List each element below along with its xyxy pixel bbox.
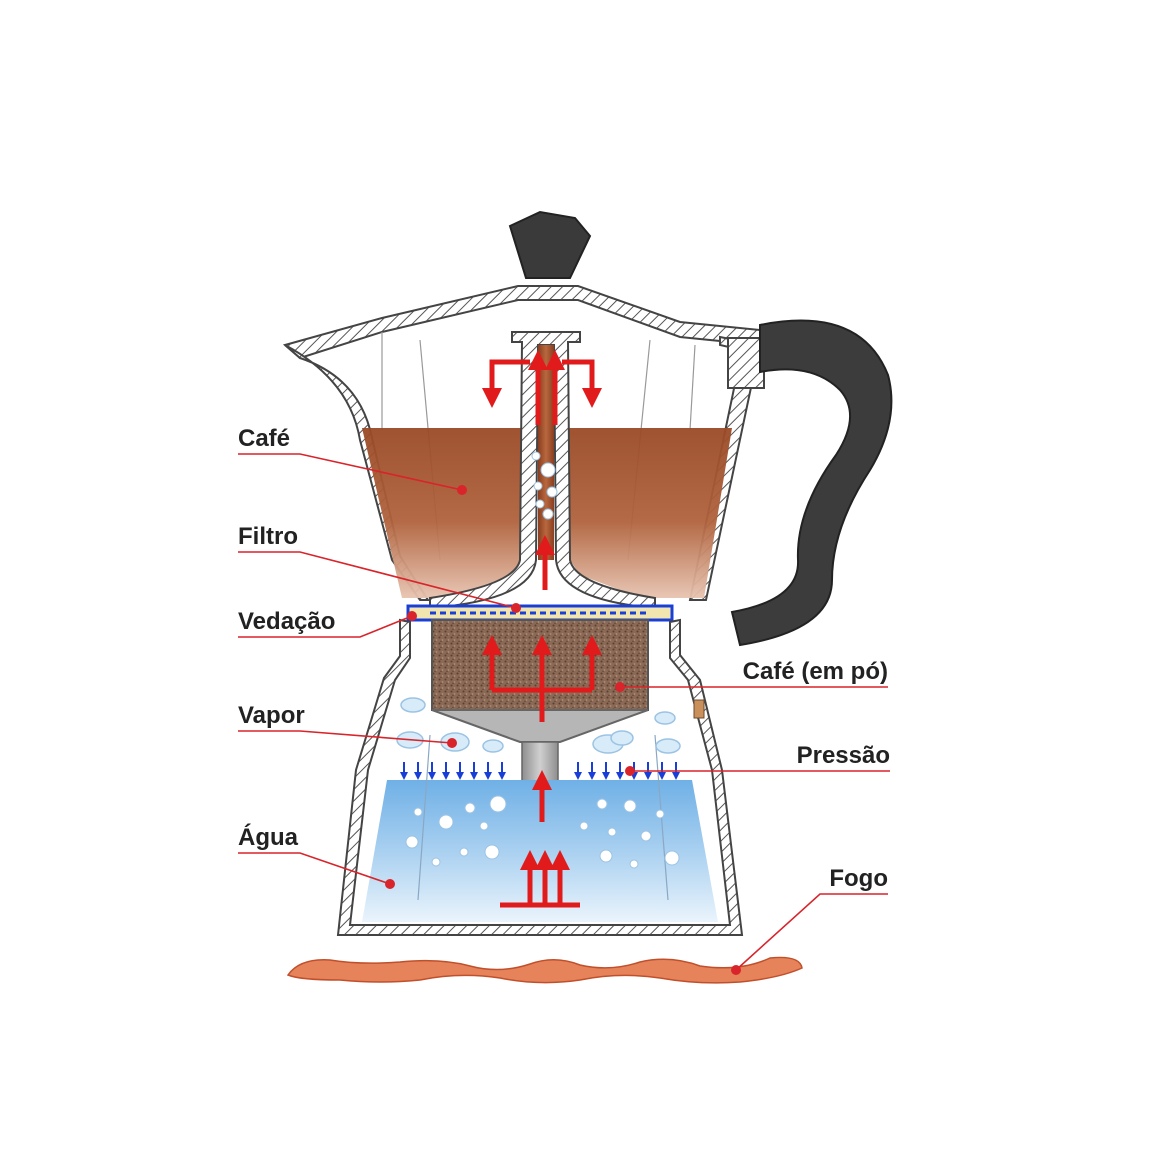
pressure-arrows	[400, 762, 680, 780]
dot-vapor	[447, 738, 457, 748]
lid-knob-icon	[508, 210, 592, 279]
leader-agua	[238, 852, 391, 885]
bubble-icon	[640, 830, 652, 842]
steam-clouds	[396, 697, 681, 754]
leaders	[238, 453, 890, 971]
flow-arrow-icon	[482, 359, 530, 408]
bubble-icon	[431, 857, 441, 867]
safety-valve-icon	[693, 699, 705, 719]
funnel	[431, 709, 649, 743]
leader-filtro	[238, 551, 517, 609]
label-vedacao: Vedação	[238, 608, 335, 635]
leader-cafe	[238, 453, 463, 491]
bubble-icon	[479, 821, 489, 831]
bubble-icon	[596, 798, 608, 810]
bubbles	[405, 451, 680, 869]
bubble-icon	[629, 859, 639, 869]
bubble-icon	[533, 481, 543, 491]
bubble-icon	[438, 814, 454, 830]
hinge	[727, 337, 765, 389]
bubble-icon	[531, 451, 541, 461]
flame	[286, 956, 803, 984]
dot-vedacao	[407, 611, 417, 621]
steam-cloud-icon	[482, 739, 504, 753]
label-filtro: Filtro	[238, 523, 298, 550]
coffee-liquid	[362, 428, 732, 598]
leader-fogo	[735, 893, 888, 971]
dot-cafe-em-po	[615, 682, 625, 692]
bubble-icon	[489, 795, 507, 813]
dot-agua	[385, 879, 395, 889]
label-fogo: Fogo	[829, 865, 888, 892]
flow-arrows	[482, 350, 602, 908]
label-pressao: Pressão	[797, 742, 890, 769]
bubble-icon	[405, 835, 419, 849]
label-agua: Água	[238, 823, 299, 851]
flow-arrow-icon	[562, 359, 602, 408]
bubble-icon	[664, 850, 680, 866]
upper-chamber	[282, 210, 893, 647]
bubble-icon	[542, 508, 554, 520]
bubble-icon	[464, 802, 476, 814]
leader-vedacao	[238, 615, 413, 638]
label-vapor: Vapor	[238, 702, 305, 729]
dot-filtro	[511, 603, 521, 613]
dot-cafe	[457, 485, 467, 495]
bubble-icon	[484, 844, 500, 860]
bubble-icon	[540, 462, 556, 478]
steam-cloud-icon	[400, 697, 426, 713]
bubble-icon	[413, 807, 423, 817]
steam-cloud-icon	[655, 738, 681, 754]
bubble-icon	[535, 499, 545, 509]
leader-vapor	[238, 730, 453, 744]
bubble-icon	[546, 486, 558, 498]
leader-dots	[385, 485, 741, 975]
bubble-icon	[655, 809, 665, 819]
label-cafe: Café	[238, 425, 290, 452]
dot-fogo	[731, 965, 741, 975]
bubble-icon	[459, 847, 469, 857]
handle-icon	[730, 319, 893, 647]
bubble-icon	[607, 827, 617, 837]
steam-cloud-icon	[610, 730, 634, 746]
steam-cloud-icon	[654, 711, 676, 725]
bubble-icon	[599, 849, 613, 863]
glass-line	[689, 344, 696, 431]
glass-line	[417, 734, 431, 901]
dot-pressao	[625, 766, 635, 776]
bubble-icon	[623, 799, 637, 813]
boiler-wall	[336, 618, 744, 936]
bubble-icon	[579, 821, 589, 831]
label-cafe-em-po: Café (em pó)	[743, 658, 888, 685]
